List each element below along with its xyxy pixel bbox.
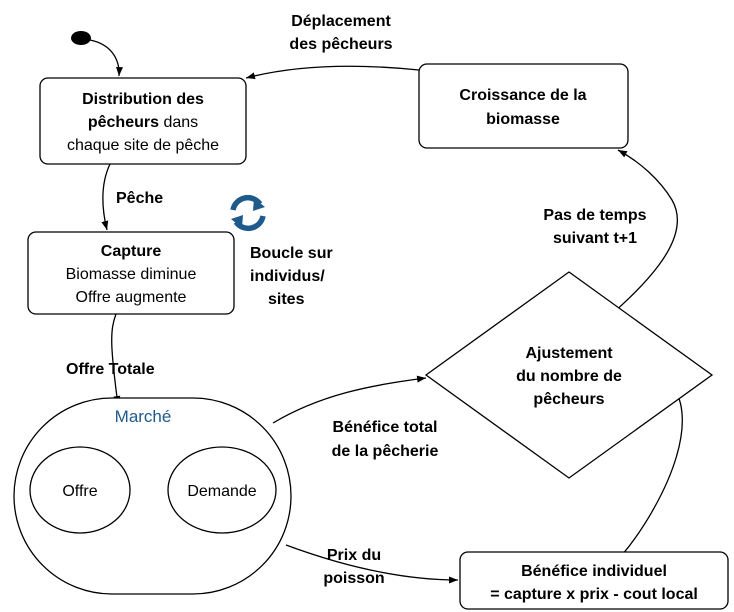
arrow-offre-totale [111,313,121,406]
capture-title: Capture [101,243,162,260]
label-prix-2: poisson [323,570,384,587]
ajustement-line3: pêcheurs [533,391,604,408]
label-pas-de-temps-1: Pas de temps [543,207,646,224]
label-deplacement-2: des pêcheurs [289,36,392,53]
offre-label: Offre [62,483,97,500]
label-boucle-3: sites [268,291,305,308]
benefice-individuel-line2: = capture x prix - cout local [490,586,698,603]
demande-node [167,446,277,534]
arrow-pas-de-temps [595,149,678,329]
label-deplacement-1: Déplacement [291,13,391,30]
start-node [71,31,91,45]
ajustement-node: Ajustement du nombre de pêcheurs [424,271,714,479]
label-offre-totale: Offre Totale [66,361,155,378]
distribution-line1: Distribution des [82,91,204,108]
label-benefice-total-1: Bénéfice total [333,419,438,436]
marche-title: Marché [115,407,172,426]
label-boucle-1: Boucle sur [250,245,333,262]
demande-label: Demande [187,483,256,500]
refresh-loop-icon [230,194,266,232]
label-prix-1: Prix du [327,547,381,564]
capture-node: Capture Biomasse diminue Offre augmente [27,231,235,315]
distribution-line2-bold: pêcheurs [88,114,159,131]
label-pas-de-temps-2: suivant t+1 [553,230,637,247]
distribution-line2-rest: dans [159,114,198,131]
arrow-benefice-total [272,375,427,424]
ajustement-line1: Ajustement [525,345,613,362]
benefice-individuel-node: Bénéfice individuel = capture x prix - c… [459,551,729,610]
marche-node: Marché Offre Demande [13,397,292,595]
capture-line3: Offre augmente [76,289,187,306]
capture-line2: Biomasse diminue [66,266,197,283]
croissance-line2: biomasse [486,111,560,128]
arrow-prix-poisson [285,544,459,584]
arrow-start-to-distribution [89,39,123,77]
arrow-deplacement [245,65,420,80]
svg-text:pêcheurs dans: pêcheurs dans [88,114,198,131]
label-peche: Pêche [116,190,163,207]
offre-node [29,446,131,534]
distribution-node: Distribution des pêcheurs dans chaque si… [39,77,247,165]
croissance-line1: Croissance de la [459,87,586,104]
arrow-peche [101,163,111,231]
label-benefice-total-2: de la pêcherie [332,443,439,460]
distribution-line3: chaque site de pêche [67,137,219,154]
croissance-node: Croissance de la biomasse [418,63,629,149]
label-boucle-2: individus/ [250,268,325,285]
ajustement-line2: du nombre de [516,368,622,385]
benefice-individuel-line1: Bénéfice individuel [521,563,667,580]
